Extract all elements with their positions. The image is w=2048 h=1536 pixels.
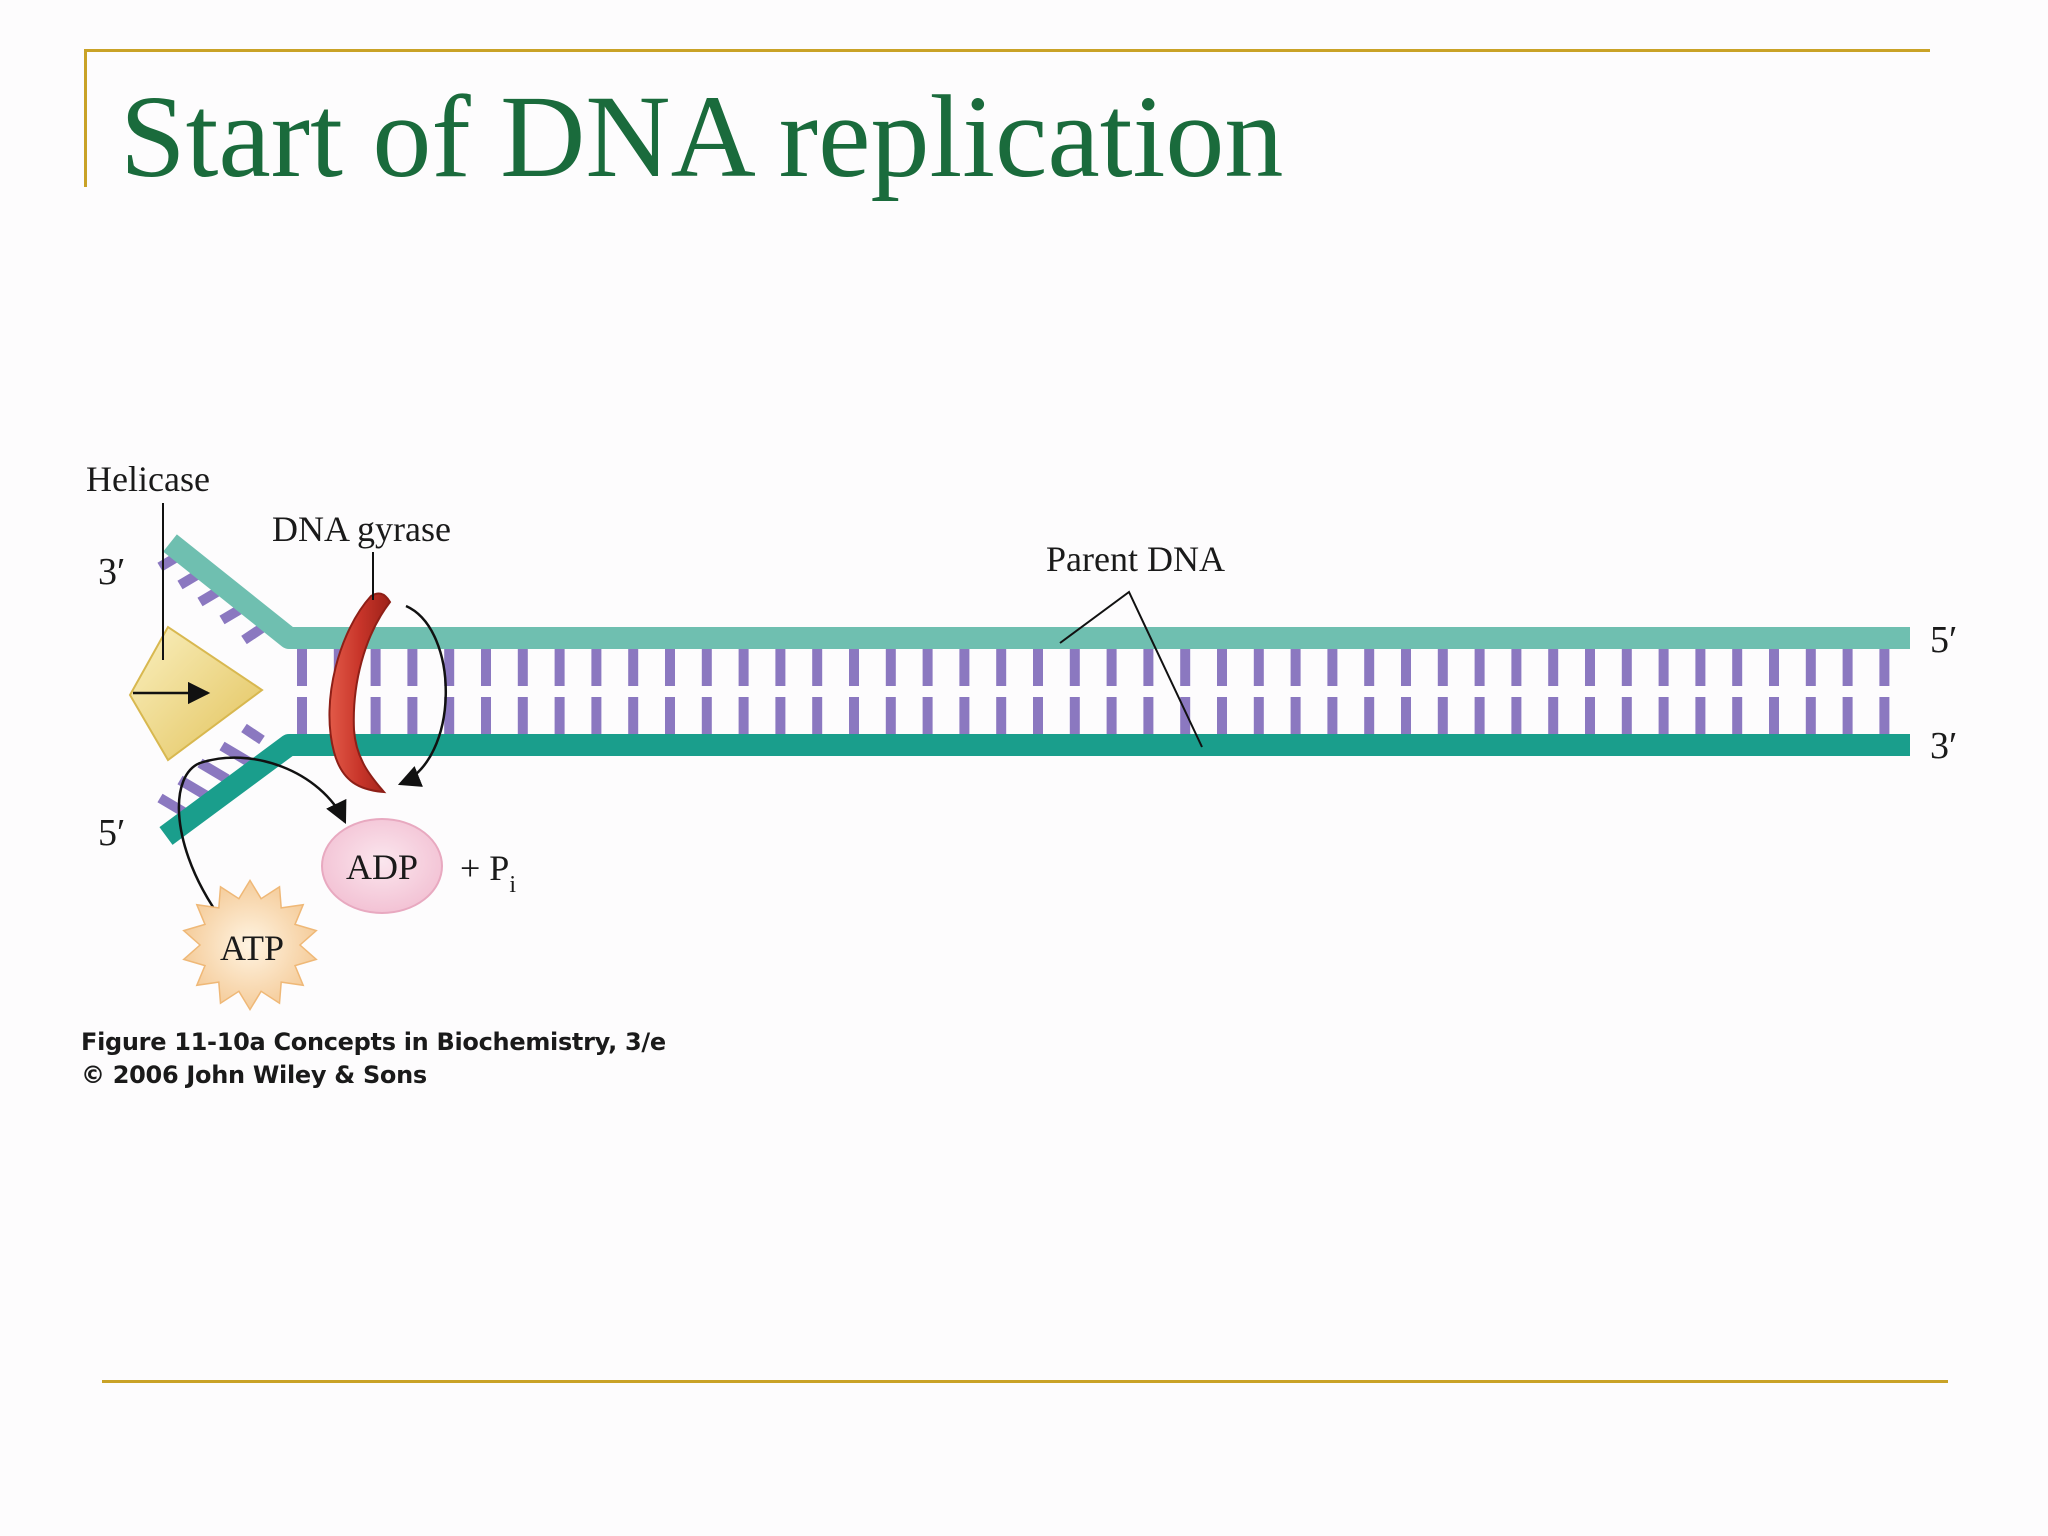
bottom-strand xyxy=(159,734,1910,845)
atp-starburst xyxy=(182,878,318,1012)
base-pairs xyxy=(297,648,1890,735)
helicase-label: Helicase xyxy=(86,459,210,499)
pi-subscript: i xyxy=(509,872,516,898)
adp-label: ADP xyxy=(346,847,418,887)
plus-pi-label: + Pi xyxy=(460,848,516,898)
figure-credit-line1: Figure 11-10a Concepts in Biochemistry, … xyxy=(81,1028,666,1056)
right-bottom-end-label: 3′ xyxy=(1930,725,1957,767)
atp-to-adp-arrow xyxy=(177,756,347,908)
title-rule-left xyxy=(84,49,87,187)
footer-rule xyxy=(102,1380,1948,1383)
title-rule-top xyxy=(84,49,1930,52)
right-top-end-label: 5′ xyxy=(1930,619,1957,661)
parent-dna-pointer xyxy=(1059,590,1203,748)
left-bottom-end-label: 5′ xyxy=(98,812,125,854)
atp-label: ATP xyxy=(220,928,284,968)
figure-credit-line2: © 2006 John Wiley & Sons xyxy=(81,1061,427,1089)
parent-dna-label: Parent DNA xyxy=(1046,539,1225,579)
gyrase-rotation-arrow xyxy=(397,604,447,787)
dna-gyrase-shape xyxy=(328,592,392,794)
adp-bubble xyxy=(321,818,443,914)
left-top-end-label: 3′ xyxy=(98,551,125,593)
page-title: Start of DNA replication xyxy=(120,71,1284,202)
dna-gyrase-label: DNA gyrase xyxy=(272,509,451,549)
figure-credit: Figure 11-10a Concepts in Biochemistry, … xyxy=(81,1026,666,1092)
top-strand xyxy=(163,534,1910,649)
